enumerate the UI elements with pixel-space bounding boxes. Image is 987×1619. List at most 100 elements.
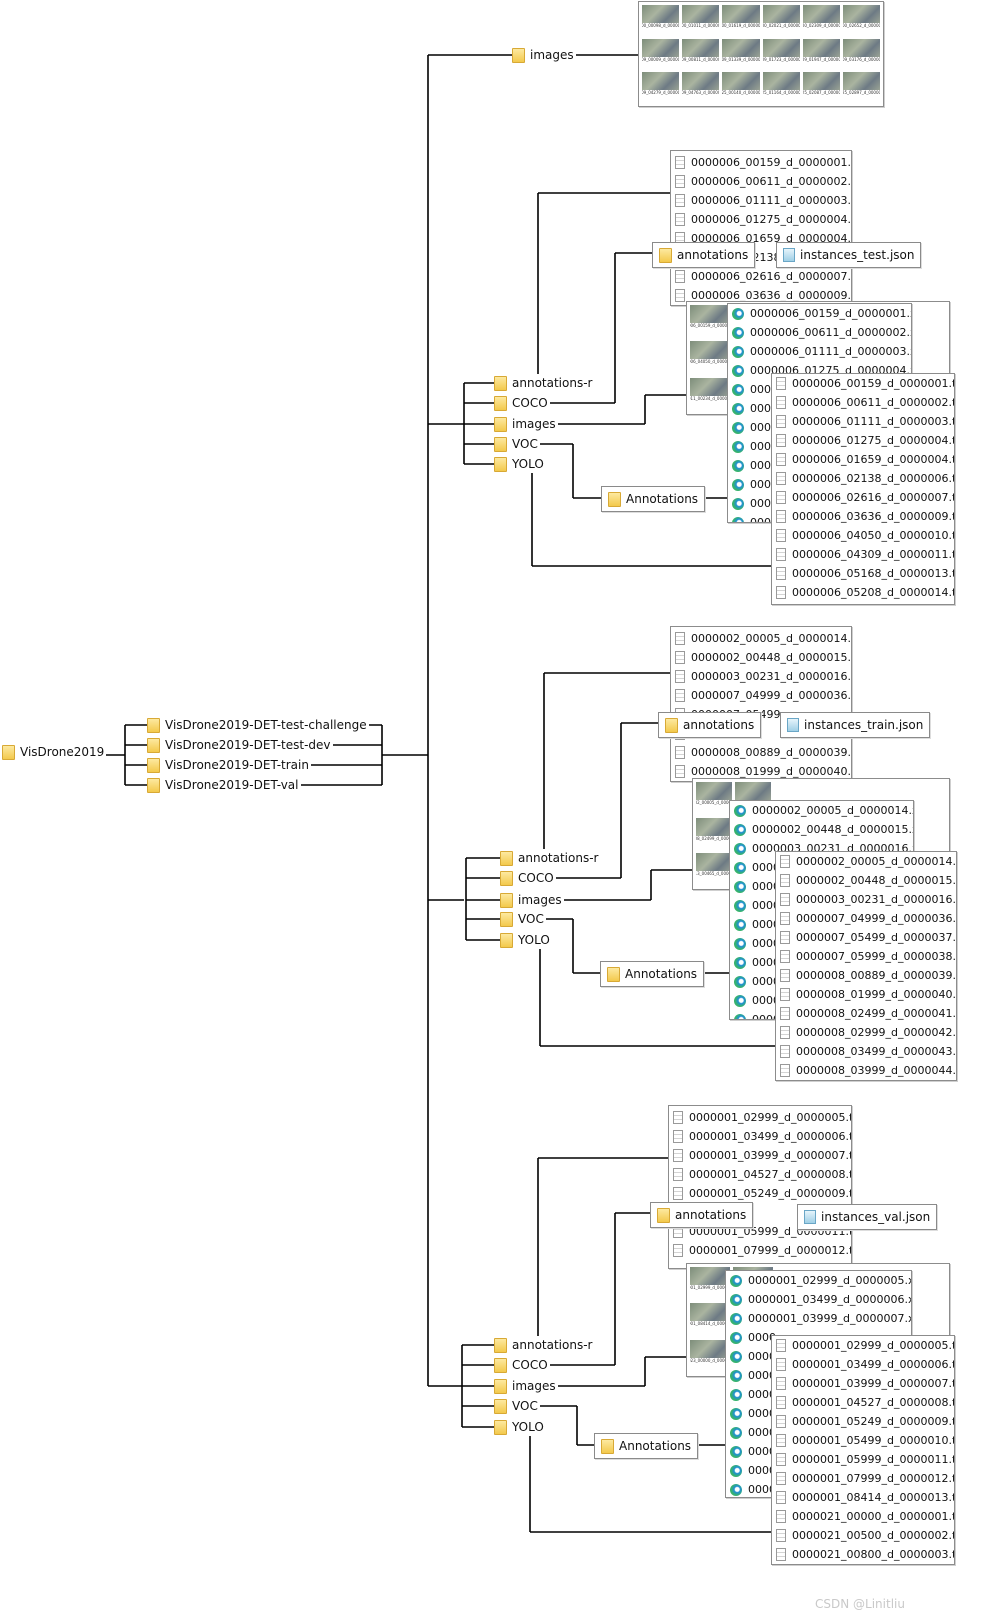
file-row[interactable]: 0000002_00448_d_0000015.xml (730, 820, 913, 839)
file-row[interactable]: 0000007_05499_d_0000037.txt (776, 928, 956, 947)
split-test-dev[interactable]: VisDrone2019-DET-test-dev (147, 736, 333, 754)
image-thumbnail[interactable]: 0000009_04763_d_0000014.jpg (682, 72, 720, 103)
train-voc-annotations-folder[interactable]: Annotations (600, 961, 705, 987)
train-folder-yolo[interactable]: YOLO (500, 931, 552, 949)
file-row[interactable]: 0000 (726, 1442, 911, 1461)
image-thumbnail[interactable]: 0000023_00000_d_0000008.jpg (690, 1339, 730, 1373)
file-row[interactable]: 0000001_05499_d_0000010.txt (772, 1431, 954, 1450)
file-row[interactable]: 0000008_00889_d_0000039.txt (776, 966, 956, 985)
val-folder-annotations-r[interactable]: annotations-r (494, 1336, 595, 1354)
image-thumbnail[interactable]: 0000009_01723_d_0000006.jpg (762, 38, 800, 70)
challenge-images-folder[interactable]: images (512, 46, 576, 64)
file-row[interactable]: 0000006_02138_d_0000006.txt (772, 469, 954, 488)
file-row[interactable]: 0000002_00005_d_0000014.txt (776, 852, 956, 871)
file-row[interactable]: 0000003_00231_d_0000016.txt (671, 667, 851, 686)
file-row[interactable]: 0000 (726, 1480, 911, 1497)
image-thumbnail[interactable]: 0000009_04279_d_0000013.jpg (642, 72, 680, 103)
file-row[interactable]: 0000007_04999_d_0000036.txt (776, 909, 956, 928)
image-thumbnail[interactable]: 0000009_03176_d_0000010.jpg (842, 38, 880, 70)
dev-voc-annotations-folder[interactable]: Annotations (601, 486, 706, 512)
image-thumbnail[interactable]: 0000001_08414_d_0000013.jpg (690, 1303, 730, 1336)
file-row[interactable]: 0000001_07999_d_0000012.txt (772, 1469, 954, 1488)
file-row[interactable]: 0000006_02616_d_0000007.txt (772, 488, 954, 507)
file-row[interactable]: 0000001_05249_d_0000009.txt (669, 1184, 851, 1203)
image-thumbnail[interactable]: 0000009_01339_d_0000005.jpg (722, 38, 760, 70)
file-row[interactable]: 0000021_00800_d_0000003.txt (772, 1545, 954, 1564)
image-thumbnail[interactable]: 0000006_04050_d_0000010.jpg (690, 341, 730, 374)
file-row[interactable]: 0000006_05168_d_0000013.txt (772, 564, 954, 583)
file-row[interactable]: 0000 (726, 1423, 911, 1442)
image-thumbnail[interactable]: 0000025_00140_d_0000001.jpg (722, 72, 760, 103)
file-row[interactable]: 0000 (726, 1461, 911, 1480)
split-val[interactable]: VisDrone2019-DET-val (147, 776, 301, 794)
file-row[interactable]: 0000006_00611_d_0000002.xml (728, 323, 911, 342)
file-row[interactable]: 0000007_04999_d_0000036.txt (671, 686, 851, 705)
file-row[interactable]: 0000021_00500_d_0000002.txt (772, 1526, 954, 1545)
file-row[interactable]: 0000003_00231_d_0000016.txt (776, 890, 956, 909)
root-folder[interactable]: VisDrone2019 (2, 743, 107, 761)
file-row[interactable]: 0000008_01999_d_0000040.txt (776, 985, 956, 1004)
file-row[interactable]: 0000006_00611_d_0000002.txt (772, 393, 954, 412)
val-voc-annotations-folder[interactable]: Annotations (594, 1433, 699, 1459)
file-row[interactable]: 0000 (726, 1385, 911, 1404)
file-row[interactable]: 0000008_02999_d_0000042.txt (776, 1023, 956, 1042)
file-row[interactable]: 0000006_01111_d_0000003.txt (671, 191, 851, 210)
file-row[interactable]: 0000008_03999_d_0000044.txt (776, 1061, 956, 1080)
train-folder-images[interactable]: images (500, 891, 564, 909)
file-row[interactable]: 0000 (730, 934, 913, 953)
file-row[interactable]: 0000006_05208_d_0000014.txt (772, 583, 954, 602)
file-row[interactable]: 0000 (730, 991, 913, 1010)
image-thumbnail[interactable]: 0000006_00159_d_0000001.jpg (690, 305, 730, 338)
file-row[interactable]: 0000006_03636_d_0000009.txt (772, 507, 954, 526)
file-row[interactable]: 0000 (730, 877, 913, 896)
file-row[interactable]: 0000008_00889_d_0000039.txt (671, 743, 851, 762)
val-coco-annotations-folder[interactable]: annotations (650, 1202, 754, 1228)
file-row[interactable]: 0000 (726, 1347, 911, 1366)
file-row[interactable]: 0000008_02499_d_0000041.txt (776, 1004, 956, 1023)
file-row[interactable]: 0000008_01999_d_0000040.txt (671, 762, 851, 781)
image-thumbnail[interactable]: 0000025_01164_d_0000002.jpg (762, 72, 800, 103)
file-row[interactable]: 0000 (730, 1010, 913, 1019)
file-row[interactable]: 0000006_01275_d_0000004.txt (671, 210, 851, 229)
file-row[interactable]: 0000001_02999_d_0000005.xml (726, 1271, 911, 1290)
file-row[interactable]: 0000001_05999_d_0000011.txt (772, 1450, 954, 1469)
val-folder-yolo[interactable]: YOLO (494, 1418, 546, 1436)
train-folder-voc[interactable]: VOC (500, 910, 546, 928)
file-row[interactable]: 0000 (730, 972, 913, 991)
file-row[interactable]: 0000006_00159_d_0000001.txt (671, 153, 851, 172)
train-folder-annotations-r[interactable]: annotations-r (500, 849, 601, 867)
file-row[interactable]: 0000006_04050_d_0000010.txt (772, 526, 954, 545)
image-thumbnail[interactable]: 0000009_00009_d_0000001.jpg (642, 38, 680, 70)
file-row[interactable]: 0000001_02999_d_0000005.txt (669, 1108, 851, 1127)
split-train[interactable]: VisDrone2019-DET-train (147, 756, 311, 774)
file-row[interactable]: 0000002_00005_d_0000014.xml (730, 801, 913, 820)
image-thumbnail[interactable]: 0000013_00465_d_0000067.jpg (696, 853, 732, 886)
file-row[interactable]: 0000021_00000_d_0000001.txt (772, 1507, 954, 1526)
train-folder-coco[interactable]: COCO (500, 869, 556, 887)
val-folder-coco[interactable]: COCO (494, 1356, 550, 1374)
train-json-file[interactable]: instances_train.json (780, 712, 931, 738)
file-row[interactable]: 0000001_03499_d_0000006.txt (669, 1127, 851, 1146)
dev-coco-annotations-folder[interactable]: annotations (652, 242, 756, 268)
file-row[interactable]: 0000008_03499_d_0000043.txt (776, 1042, 956, 1061)
image-thumbnail[interactable]: 0000025_02087_d_0000003.jpg (802, 72, 840, 103)
file-row[interactable]: 0000 (730, 896, 913, 915)
file-row[interactable]: 0000 (726, 1366, 911, 1385)
file-row[interactable]: 0000 (730, 915, 913, 934)
file-row[interactable]: 0000006_01111_d_0000003.xml (728, 342, 911, 361)
file-row[interactable]: 0000006_03636_d_0000009.txt (671, 286, 851, 305)
file-row[interactable]: 0000001_02999_d_0000005.txt (772, 1336, 954, 1355)
file-row[interactable]: 0000006_00611_d_0000002.txt (671, 172, 851, 191)
image-thumbnail[interactable]: 0000025_02897_d_0000004.jpg (842, 72, 880, 103)
file-row[interactable]: 0000002_00448_d_0000015.txt (671, 648, 851, 667)
val-folder-voc[interactable]: VOC (494, 1397, 540, 1415)
val-json-file[interactable]: instances_val.json (797, 1204, 938, 1230)
dev-folder-yolo[interactable]: YOLO (494, 455, 546, 473)
file-row[interactable]: 0000 (726, 1328, 911, 1347)
dev-json-file[interactable]: instances_test.json (776, 242, 922, 268)
file-row[interactable]: 0000001_03499_d_0000006.xml (726, 1290, 911, 1309)
